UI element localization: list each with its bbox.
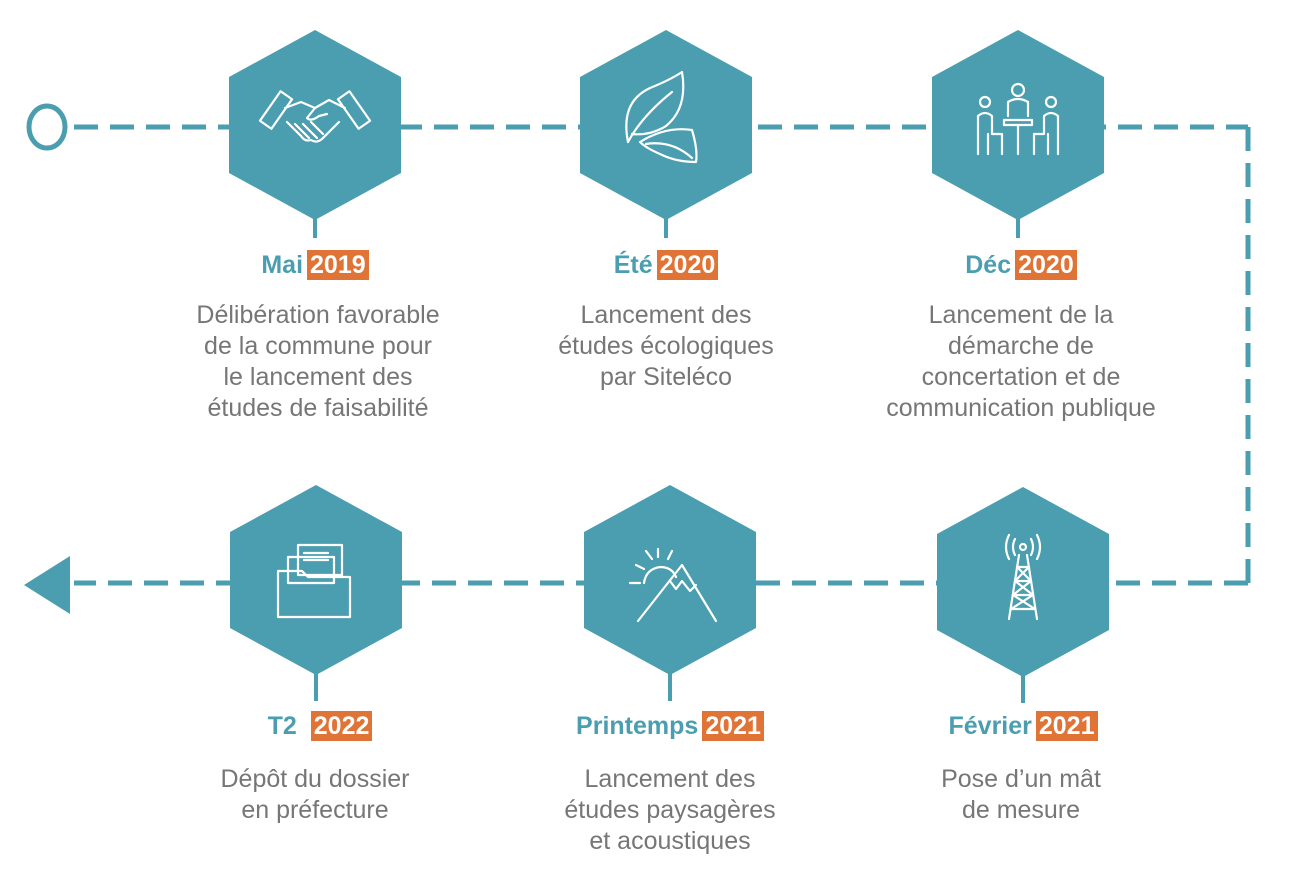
step-2-hexagon bbox=[580, 30, 752, 220]
step-4-year: 2021 bbox=[1035, 711, 1098, 741]
step-4-month: Février bbox=[948, 712, 1032, 740]
step-6-date: T2 2022 bbox=[150, 711, 490, 741]
step-3-description: Lancement de la démarche de concertation… bbox=[886, 301, 1156, 422]
folder-icon bbox=[276, 543, 352, 619]
step-1-description: Délibération favorable de la commune pou… bbox=[196, 301, 440, 422]
step-5-year: 2021 bbox=[702, 711, 764, 741]
step-5-month: Printemps bbox=[576, 712, 699, 740]
step-3-year: 2020 bbox=[1015, 250, 1077, 280]
step-2-description: Lancement des études écologiques par Sit… bbox=[558, 301, 774, 391]
timeline-end-arrow bbox=[24, 556, 70, 614]
step-6-month: T2 bbox=[267, 712, 297, 740]
antenna-mast-icon bbox=[1004, 533, 1042, 621]
step-6-description: Dépôt du dossier en préfecture bbox=[220, 765, 410, 824]
step-2-year: 2020 bbox=[656, 250, 719, 280]
step-2-month: Été bbox=[613, 251, 653, 279]
step-6-hexagon bbox=[230, 485, 402, 675]
step-3-month: Déc bbox=[965, 251, 1012, 279]
step-5-hexagon bbox=[584, 485, 756, 675]
step-6-year: 2022 bbox=[310, 711, 373, 741]
handshake-icon bbox=[258, 90, 372, 143]
step-4-hexagon bbox=[937, 487, 1109, 677]
leaves-icon bbox=[625, 70, 698, 164]
step-1-month: Mai bbox=[261, 251, 304, 279]
landscape-icon bbox=[628, 547, 718, 623]
step-1-year: 2019 bbox=[307, 250, 369, 280]
step-4-description: Pose d’un mât de mesure bbox=[941, 765, 1101, 824]
step-1-hexagon bbox=[229, 30, 401, 220]
step-5-description: Lancement des études paysagères et acous… bbox=[564, 765, 776, 855]
timeline-start-circle bbox=[26, 103, 68, 151]
meeting-icon bbox=[976, 82, 1060, 156]
step-3-hexagon bbox=[932, 30, 1104, 220]
